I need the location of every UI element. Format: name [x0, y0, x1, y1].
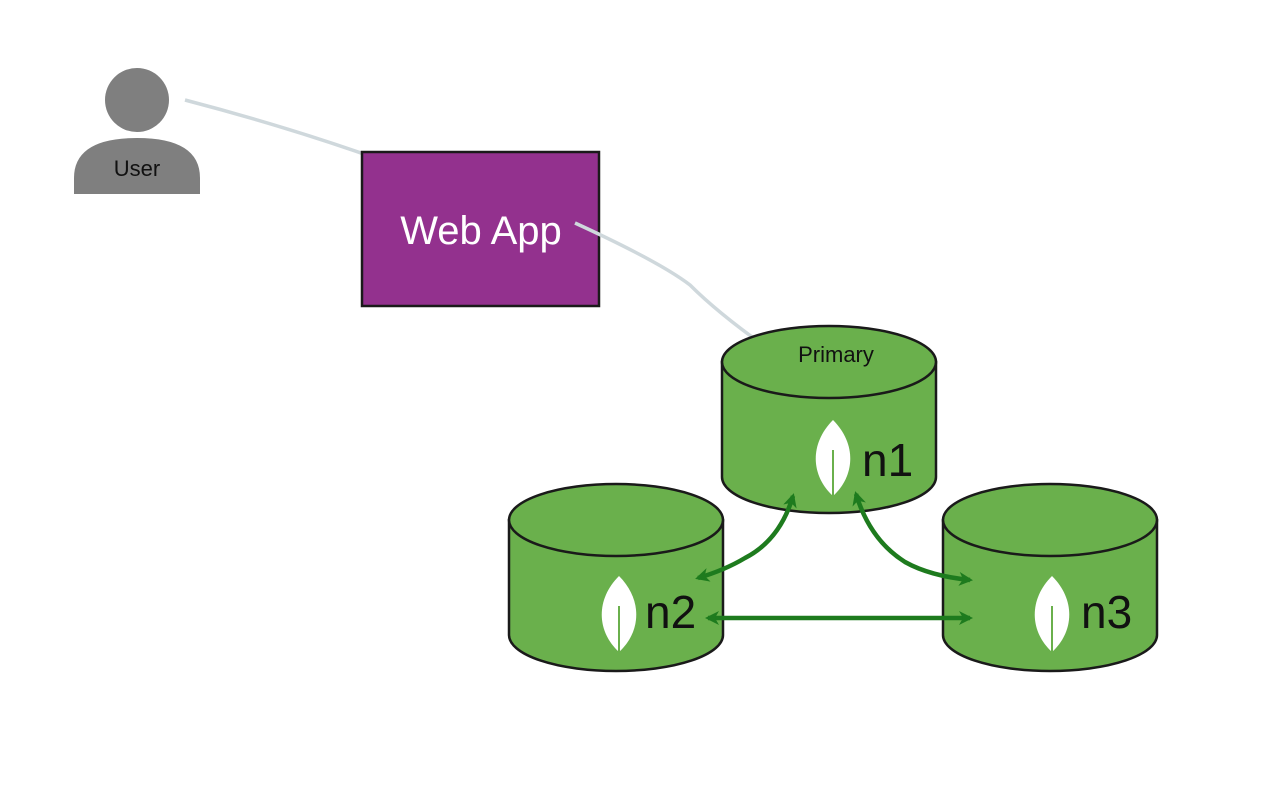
- node-n2-top: [507, 482, 725, 558]
- replication-arrow-n1-n3: [852, 491, 973, 586]
- node-n1: Primary n1: [720, 324, 938, 515]
- user-head-icon: [105, 68, 169, 132]
- node-n2-label: n2: [645, 586, 696, 638]
- mongodb-leaf-icon: [601, 576, 637, 658]
- user-body-icon: [74, 138, 200, 194]
- replication-arrow-n1-n2: [695, 493, 797, 582]
- node-n3-label: n3: [1081, 586, 1132, 638]
- webapp-box: [360, 150, 601, 308]
- user-label: User: [114, 156, 160, 181]
- node-n3-top: [941, 482, 1159, 558]
- mongodb-leaf-icon: [1034, 576, 1070, 658]
- node-n1-role: Primary: [798, 342, 874, 367]
- node-n1-top: [720, 324, 938, 400]
- webapp-to-primary-arrow: [574, 221, 776, 354]
- mongodb-leaf-icon: [815, 420, 851, 502]
- node-n2: n2: [507, 482, 725, 673]
- user-node: User: [74, 68, 200, 194]
- webapp-node: Web App: [360, 150, 601, 308]
- webapp-label: Web App: [400, 209, 562, 253]
- node-n1-label: n1: [862, 434, 913, 486]
- node-n3: n3: [941, 482, 1159, 673]
